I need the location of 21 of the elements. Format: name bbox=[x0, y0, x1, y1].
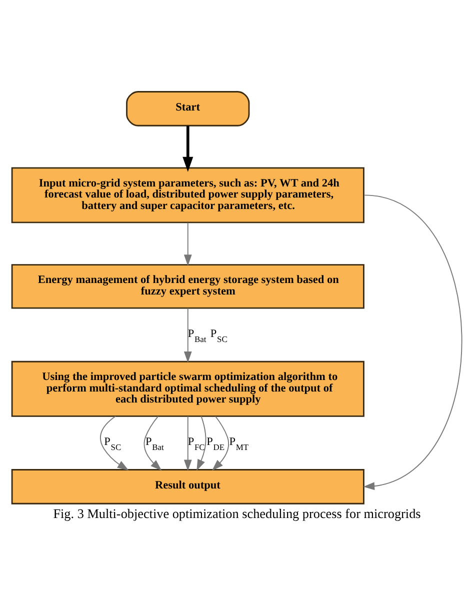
node-box: Start bbox=[126, 90, 250, 126]
arrow bbox=[184, 222, 192, 266]
arrow bbox=[212, 415, 230, 470]
caption: Fig. 3 Multi-objective optimization scheduling process for microgrids bbox=[53, 505, 421, 520]
arrow bbox=[100, 415, 129, 470]
edge-label: P$_{SC}$ bbox=[104, 435, 122, 452]
edge-label: P$_{Bat}$ P$_{SC}$ bbox=[188, 327, 228, 344]
arrow bbox=[182, 125, 194, 172]
arrow bbox=[184, 307, 192, 362]
edge-label: P$_{DE}$ bbox=[206, 435, 225, 452]
node-box: Energy management of hybrid energy storage system based on fuzzy expert system bbox=[11, 264, 364, 308]
arrow bbox=[363, 194, 462, 490]
node-box: Input micro-grid system parameters, such as: PV, WT and 24h forecast value of load, distributed power supply parameters, battery and super capacitor parameters, etc. bbox=[11, 166, 364, 223]
node-box: Using the improved particle swarm optimization algorithm to perform multi-standard optimal scheduling of the output of each distributed power supply bbox=[11, 360, 364, 416]
edge-label: P$_{MT}$ bbox=[229, 435, 249, 452]
edge-label: P$_{Bat}$ bbox=[146, 435, 164, 452]
arrow bbox=[196, 415, 206, 470]
edge-label: P$_{FC}$ bbox=[188, 435, 205, 452]
arrow bbox=[184, 415, 192, 471]
node-box: Result output bbox=[11, 468, 364, 504]
arrow bbox=[144, 415, 162, 470]
